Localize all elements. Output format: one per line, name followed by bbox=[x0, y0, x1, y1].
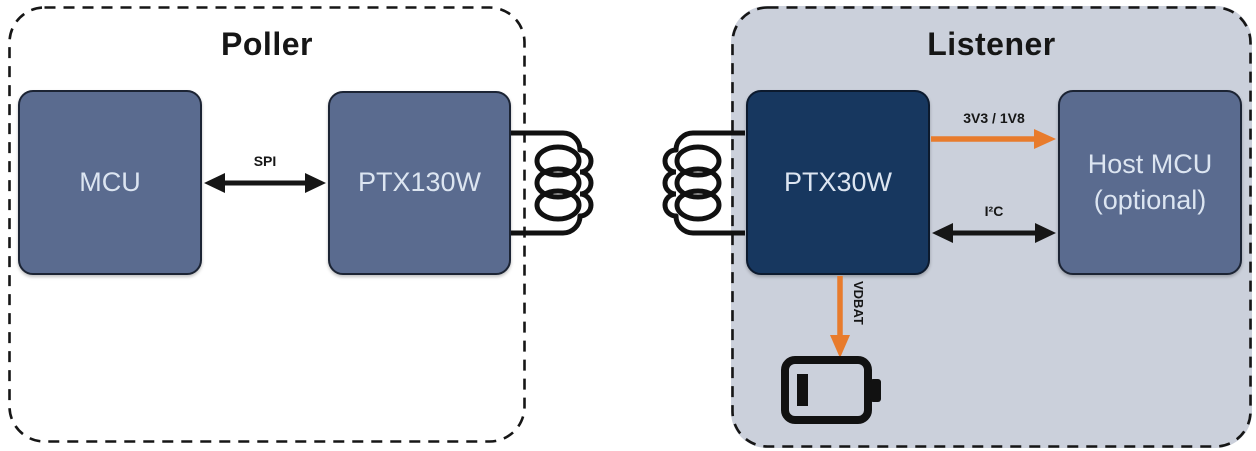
battery-icon bbox=[781, 356, 881, 424]
host-mcu-label-line2: (optional) bbox=[1093, 184, 1207, 215]
power-supply-arrow-icon bbox=[931, 129, 1056, 149]
i2c-bidirectional-arrow-icon bbox=[932, 223, 1056, 243]
ptx130w-block: PTX130W bbox=[328, 91, 511, 275]
poller-dashed-border bbox=[8, 6, 526, 443]
host-mcu-block: Host MCU (optional) bbox=[1058, 90, 1242, 275]
listener-dashed-border bbox=[731, 6, 1252, 448]
ptx30w-label: PTX30W bbox=[783, 166, 893, 197]
vdbat-label: VDBAT bbox=[851, 281, 866, 325]
poller-title: Poller bbox=[221, 26, 313, 62]
host-mcu-label: Host MCU (optional) bbox=[1088, 147, 1213, 217]
ptx30w-block: PTX30W bbox=[746, 90, 930, 275]
spi-bidirectional-arrow-icon bbox=[204, 173, 326, 193]
mcu-block: MCU bbox=[18, 90, 202, 275]
mcu-label: MCU bbox=[79, 166, 141, 197]
spi-label: SPI bbox=[253, 153, 277, 169]
poller-antenna-coil-icon bbox=[511, 130, 594, 236]
ptx130w-label: PTX130W bbox=[357, 167, 482, 198]
i2c-label: I²C bbox=[984, 203, 1004, 219]
listener-antenna-coil-icon bbox=[662, 130, 745, 236]
vdbat-arrow-icon bbox=[830, 276, 850, 358]
power-rail-label: 3V3 / 1V8 bbox=[963, 110, 1025, 126]
listener-title: Listener bbox=[927, 26, 1056, 62]
host-mcu-label-line1: Host MCU bbox=[1087, 149, 1213, 180]
